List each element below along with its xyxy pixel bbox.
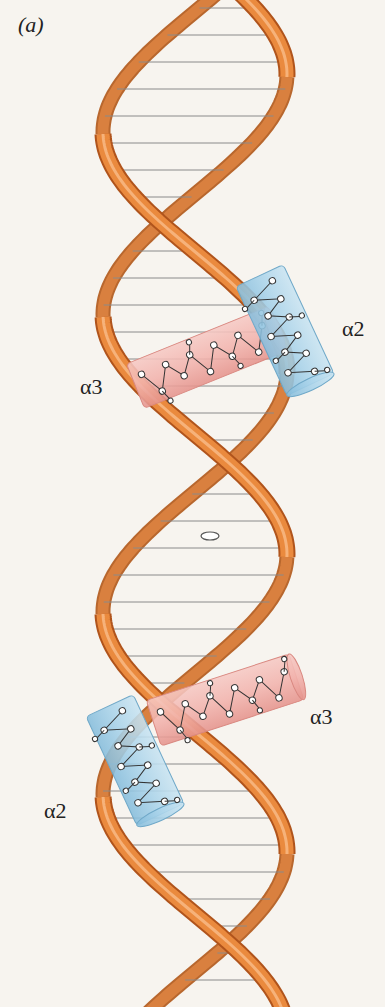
- residue-dot: [134, 798, 143, 807]
- residue-dot: [255, 676, 263, 684]
- alpha2-cylinder: [232, 265, 336, 403]
- side-chain: [139, 743, 150, 751]
- residue-dot: [181, 700, 189, 708]
- base-pair: [123, 845, 287, 846]
- helix-front: [103, 0, 287, 1007]
- cylinder-body: [146, 654, 303, 746]
- base-pair: [104, 305, 254, 306]
- base-pair: [139, 62, 286, 63]
- base-pair: [147, 872, 284, 873]
- residue-dot: [167, 397, 174, 404]
- side-chain: [207, 685, 214, 696]
- residue-dot: [231, 684, 239, 692]
- side-chain: [186, 344, 193, 355]
- residue-dot: [302, 349, 311, 358]
- helices: [82, 265, 336, 833]
- base-pair: [113, 278, 226, 279]
- residue-dot: [210, 341, 218, 349]
- residue-dot: [257, 707, 264, 714]
- base-pair: [133, 548, 286, 549]
- base-pair: [167, 35, 275, 36]
- residue-dot: [264, 312, 273, 321]
- backbone-trace: [100, 711, 165, 812]
- residue-dot: [174, 796, 181, 803]
- side-chain: [281, 661, 288, 672]
- alpha3-cylinder: [146, 652, 311, 751]
- strand-highlight: [237, 0, 287, 77]
- base-pair: [170, 413, 274, 414]
- base-pair: [114, 170, 223, 171]
- residue-dot: [324, 366, 331, 373]
- panel-label: (a): [18, 14, 44, 36]
- residue-dot: [156, 708, 164, 716]
- residue-dot: [114, 742, 123, 751]
- residue-dot: [275, 694, 283, 702]
- base-pair: [105, 116, 274, 117]
- side-chain: [165, 797, 176, 805]
- residue-dot: [117, 762, 126, 771]
- residue-dot: [284, 368, 293, 377]
- side-chain: [315, 367, 326, 375]
- strand-highlight: [103, 797, 284, 1007]
- residue-dot: [206, 367, 214, 375]
- base-pair: [104, 602, 270, 603]
- base-pair: [185, 980, 265, 981]
- residue-dot: [225, 710, 233, 718]
- backbone-trace: [250, 281, 315, 382]
- backbone-trace: [161, 672, 292, 734]
- side-chain: [289, 313, 300, 321]
- residue-dot: [207, 680, 214, 687]
- residue-dot: [272, 357, 279, 364]
- residue-dot: [267, 332, 276, 341]
- residue-dot: [199, 712, 207, 720]
- dyad-symbol: [201, 532, 219, 540]
- residue-dot: [234, 331, 242, 339]
- base-pairs: [103, 8, 287, 980]
- helix-label: α3: [80, 376, 103, 398]
- residue-dot: [242, 305, 249, 312]
- residue-dot: [281, 656, 288, 663]
- residue-dot: [122, 787, 129, 794]
- strand-back-edge: [103, 0, 221, 134]
- base-pair: [118, 656, 217, 657]
- residue-dot: [237, 363, 244, 370]
- strand-edge: [103, 797, 284, 1007]
- residue-dot: [148, 742, 155, 749]
- strand-front: [237, 0, 287, 77]
- helix-label: α3: [310, 706, 333, 728]
- base-pair: [105, 629, 246, 630]
- base-pair: [161, 521, 279, 522]
- residue-dot: [293, 331, 302, 340]
- residue-dot: [127, 725, 136, 734]
- base-pair: [104, 143, 252, 144]
- residue-dot: [186, 339, 193, 346]
- residue-dot: [184, 737, 191, 744]
- residue-dot: [137, 370, 145, 378]
- strand-front: [103, 797, 284, 1007]
- residue-dot: [255, 348, 263, 356]
- residue-dot: [161, 360, 169, 368]
- helix-label: α2: [342, 318, 365, 340]
- base-pair: [177, 899, 270, 900]
- residue-dot: [268, 276, 277, 285]
- residue-dot: [143, 761, 152, 770]
- helix-back: [103, 0, 287, 1007]
- helix-label: α2: [44, 800, 67, 822]
- residue-dot: [118, 706, 127, 715]
- residue-dot: [152, 779, 161, 788]
- residue-dot: [277, 295, 286, 304]
- backbone-trace: [141, 326, 270, 396]
- residue-dot: [180, 372, 188, 380]
- base-pair: [117, 89, 285, 90]
- strand-back: [103, 0, 221, 134]
- alpha2-cylinder: [82, 695, 186, 833]
- residue-dot: [92, 735, 99, 742]
- strand-edge: [237, 0, 287, 77]
- base-pair: [113, 575, 283, 576]
- residue-dot: [298, 312, 305, 319]
